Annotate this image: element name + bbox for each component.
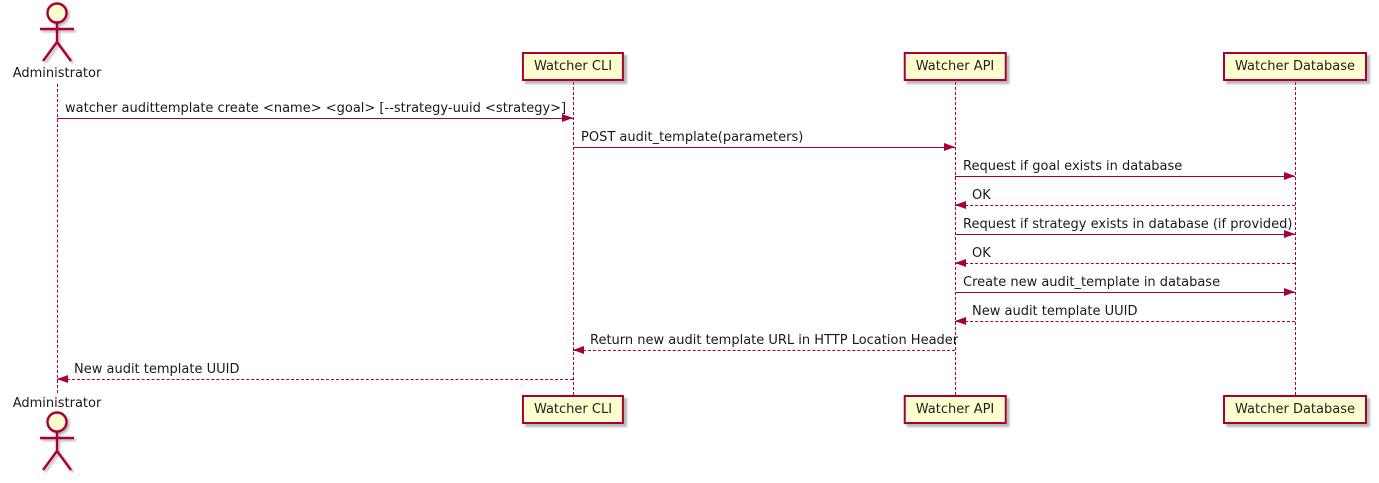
arrowhead-right-icon (1284, 288, 1295, 296)
participant-watcher-api-bottom: Watcher API (903, 395, 1007, 424)
message-return-url-location-header: Return new audit template URL in HTTP Lo… (573, 333, 959, 355)
actor-icon (40, 2, 74, 62)
actor-label-bottom: Administrator (12, 396, 102, 411)
arrow-line (57, 118, 573, 119)
arrowhead-right-icon (944, 143, 955, 151)
arrow-line (955, 292, 1295, 293)
message-ok-strategy: OK (955, 246, 1295, 268)
lifeline-administrator (57, 84, 58, 393)
arrow-line (955, 321, 1295, 322)
participant-watcher-cli-top: Watcher CLI (521, 52, 625, 81)
message-label: watcher audittemplate create <name> <goa… (65, 101, 567, 116)
message-label: Create new audit_template in database (963, 275, 1221, 290)
arrowhead-left-icon (57, 375, 68, 383)
arrow-line (955, 205, 1295, 206)
arrow-line (573, 350, 955, 351)
message-create-audit-template-db: Create new audit_template in database (955, 275, 1295, 297)
arrowhead-left-icon (955, 201, 966, 209)
message-label: Request if goal exists in database (963, 159, 1183, 174)
lifeline-watcher-cli (573, 82, 574, 395)
arrowhead-left-icon (573, 346, 584, 354)
arrow-line (955, 234, 1295, 235)
message-label: POST audit_template(parameters) (581, 130, 804, 145)
participant-watcher-cli-bottom: Watcher CLI (521, 395, 625, 424)
message-new-audit-template-uuid-admin: New audit template UUID (57, 362, 573, 384)
arrowhead-right-icon (1284, 230, 1295, 238)
message-label: OK (972, 246, 991, 261)
message-post-audit-template: POST audit_template(parameters) (573, 130, 955, 152)
arrowhead-left-icon (955, 317, 966, 325)
message-request-goal-exists: Request if goal exists in database (955, 159, 1295, 181)
message-label: Request if strategy exists in database (… (963, 217, 1293, 232)
arrow-line (57, 379, 573, 380)
arrowhead-right-icon (1284, 172, 1295, 180)
lifeline-watcher-database (1295, 82, 1296, 395)
arrow-line (573, 147, 955, 148)
participant-watcher-api-top: Watcher API (903, 52, 1007, 81)
message-label: OK (972, 188, 991, 203)
lifeline-watcher-api (955, 82, 956, 395)
message-request-strategy-exists: Request if strategy exists in database (… (955, 217, 1295, 239)
message-create-audittemplate: watcher audittemplate create <name> <goa… (57, 101, 573, 123)
participant-watcher-database-top: Watcher Database (1223, 52, 1367, 81)
participant-watcher-database-bottom: Watcher Database (1223, 395, 1367, 424)
actor-label-top: Administrator (12, 66, 102, 81)
actor-icon (40, 411, 74, 471)
message-label: New audit template UUID (972, 304, 1138, 319)
message-ok-goal: OK (955, 188, 1295, 210)
arrow-line (955, 263, 1295, 264)
message-label: New audit template UUID (74, 362, 240, 377)
arrowhead-right-icon (562, 114, 573, 122)
arrowhead-left-icon (955, 259, 966, 267)
arrow-line (955, 176, 1295, 177)
message-new-audit-template-uuid-db: New audit template UUID (955, 304, 1295, 326)
message-label: Return new audit template URL in HTTP Lo… (590, 333, 959, 348)
